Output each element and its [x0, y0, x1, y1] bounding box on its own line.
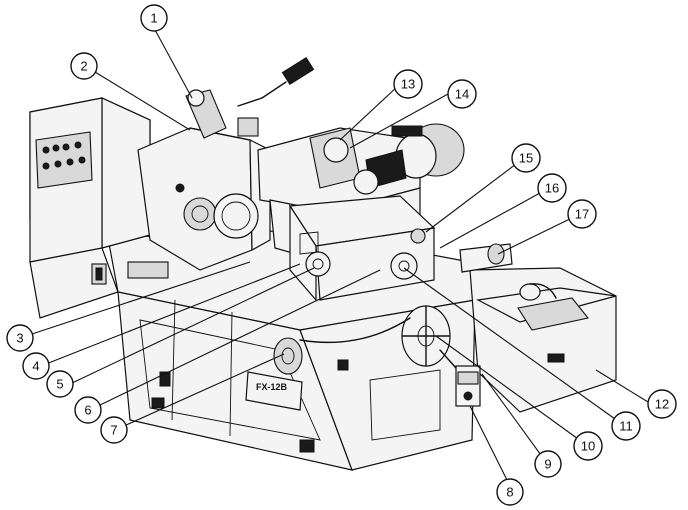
callout-11: 11	[611, 411, 641, 441]
callout-7: 7	[100, 416, 128, 444]
callout-6-label: 6	[84, 403, 91, 418]
callout-16: 16	[537, 173, 567, 203]
callout-2-label: 2	[80, 59, 87, 74]
callout-10: 10	[573, 431, 603, 461]
callout-12: 12	[647, 389, 677, 419]
feed-handwheel	[401, 305, 457, 369]
callout-5: 5	[46, 370, 74, 398]
model-plate: FX-12B	[245, 371, 303, 411]
callout-16-label: 16	[545, 181, 559, 196]
callout-2: 2	[70, 52, 98, 80]
callout-3: 3	[6, 324, 34, 352]
callout-13: 13	[393, 69, 423, 99]
wheelhead	[137, 56, 315, 271]
callout-4: 4	[22, 352, 50, 380]
leader-lines	[31, 27, 649, 483]
drive-pulley	[273, 317, 411, 375]
callout-6: 6	[74, 396, 102, 424]
callout-4-label: 4	[32, 359, 39, 374]
callout-14-label: 14	[455, 87, 469, 102]
oil-cup	[455, 365, 481, 407]
callout-1-label: 1	[150, 11, 157, 26]
callout-7-label: 7	[110, 423, 117, 438]
callout-5-label: 5	[56, 377, 63, 392]
work-table	[288, 195, 436, 302]
callout-12-label: 12	[655, 397, 669, 412]
model-plate-text: FX-12B	[256, 382, 288, 392]
callout-3-label: 3	[16, 331, 23, 346]
callout-1: 1	[140, 4, 168, 32]
callout-15: 15	[511, 143, 541, 173]
electrical-cabinet	[29, 97, 169, 319]
callout-11-label: 11	[619, 419, 633, 434]
callout-9: 9	[534, 450, 562, 478]
callout-14: 14	[447, 79, 477, 109]
callout-9-label: 9	[544, 457, 551, 472]
callout-10-label: 10	[581, 439, 595, 454]
callout-17: 17	[567, 199, 597, 229]
callout-13-label: 13	[401, 77, 415, 92]
callout-8: 8	[496, 478, 524, 506]
callout-17-label: 17	[575, 207, 589, 222]
callout-8-label: 8	[506, 485, 513, 500]
callout-15-label: 15	[519, 151, 533, 166]
coolant-tank	[459, 243, 617, 413]
